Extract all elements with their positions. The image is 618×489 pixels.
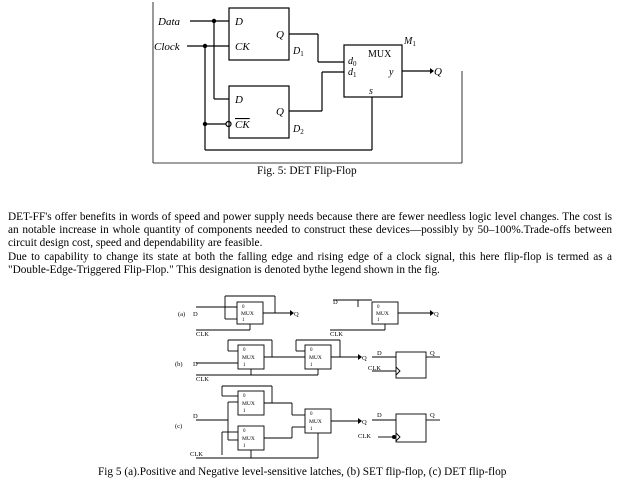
c-mux-bottom-one: 1 — [243, 444, 246, 449]
output-arrowhead — [430, 68, 434, 74]
a2-d-label: D — [333, 299, 338, 306]
c-mux-top-label: MUX — [242, 401, 255, 407]
d1-subscript: 1 — [300, 50, 304, 58]
figure1-caption: Fig. 5: DET Flip-Flop — [257, 165, 357, 177]
b-clk-label: CLK — [196, 376, 209, 383]
d2-letter: D — [292, 124, 301, 135]
c-mux-top-zero: 0 — [243, 394, 246, 399]
a-mux2-label: MUX — [376, 311, 389, 317]
b-set-symbol — [395, 351, 427, 379]
d2-output-label: D2 — [292, 124, 304, 136]
a2-q-label: Q — [434, 311, 439, 318]
a-mux1-zero: 0 — [242, 305, 245, 310]
clock-label: Clock — [154, 41, 181, 53]
clock-junction-dot — [202, 43, 208, 49]
d1-in-letter: d — [348, 67, 354, 78]
d0-letter: d — [348, 56, 354, 67]
b-d-label: D — [193, 361, 198, 368]
a-clk-label: CLK — [196, 331, 209, 338]
a-mux2-zero: 0 — [377, 305, 380, 310]
a-mux-2 — [371, 301, 399, 325]
c-mux-bottom — [237, 425, 265, 451]
d1-letter: D — [292, 46, 301, 57]
data-label: Data — [157, 16, 181, 28]
a-q-arrow — [290, 310, 294, 316]
c-sym-clk-label: CLK — [358, 433, 371, 440]
b-mux-2 — [304, 344, 332, 370]
label-a: (a) — [178, 311, 185, 318]
a-d-label: D — [193, 311, 198, 318]
c-clk-bubble — [392, 435, 396, 439]
clock-loop-junction-dot — [202, 121, 208, 127]
m1-label: M1 — [403, 36, 416, 48]
c-det-symbol — [395, 413, 427, 443]
c-mux-top — [237, 390, 265, 416]
c-sym-clk-triangle — [395, 432, 401, 442]
q-output-label: Q — [434, 66, 442, 78]
b-mux1-one: 1 — [243, 363, 246, 368]
mux-d0-label: d0 — [348, 56, 357, 68]
flip-flop-bottom — [228, 85, 290, 139]
b-sym-clk-label: CLK — [368, 365, 381, 372]
c-mux-out-zero: 0 — [310, 412, 313, 417]
ff2-d-label: D — [234, 94, 243, 106]
c-mux-out-label: MUX — [309, 419, 322, 425]
label-c: (c) — [175, 423, 182, 430]
paragraph-2: Due to capability to change its state at… — [8, 250, 612, 276]
b-mux1-zero: 0 — [243, 348, 246, 353]
d1-output-label: D1 — [292, 46, 304, 58]
c-mux-bottom-label: MUX — [242, 436, 255, 442]
c-sym-d-label: D — [377, 412, 382, 419]
a2-q-arrow — [430, 310, 434, 316]
c-mux-out — [304, 408, 332, 434]
clock-inverter-bubble — [225, 120, 232, 128]
b-q-label: Q — [362, 355, 367, 362]
c-mux-bottom-zero: 0 — [243, 429, 246, 434]
a-mux2-one: 1 — [377, 318, 380, 323]
a-q-label: Q — [294, 311, 299, 318]
c-q-label: Q — [362, 419, 367, 426]
b-sym-clk-triangle — [395, 366, 401, 376]
paragraph-1: DET-FF's offer benefits in words of spee… — [8, 211, 612, 250]
b-mux2-zero: 0 — [310, 348, 313, 353]
mux-label: MUX — [368, 49, 392, 60]
det-flip-flop-diagram: Data Clock D CK Q D1 D CK Q D2 MUX M1 d0… — [152, 2, 463, 164]
c-q-arrow — [358, 418, 362, 424]
a-mux1-one: 1 — [242, 318, 245, 323]
ff1-q-label: Q — [276, 29, 284, 41]
c-d-label: D — [193, 413, 198, 420]
label-b: (b) — [175, 361, 183, 368]
c-sym-q-label: Q — [430, 412, 435, 419]
d1-in-subscript: 1 — [353, 71, 357, 79]
c-mux-out-one: 1 — [310, 427, 313, 432]
c-clk-label: CLK — [190, 451, 203, 458]
b-q-arrow — [358, 354, 362, 360]
a2-clk-label: CLK — [330, 331, 343, 338]
a-mux1-label: MUX — [241, 311, 254, 317]
body-text: DET-FF's offer benefits in words of spee… — [8, 211, 612, 277]
figure2-caption: Fig 5 (a).Positive and Negative level-se… — [98, 466, 507, 478]
b-mux1-label: MUX — [242, 355, 255, 361]
mux-y-label: y — [388, 67, 394, 78]
ff1-d-label: D — [234, 16, 243, 28]
c-mux-top-one: 1 — [243, 409, 246, 414]
b-mux2-one: 1 — [310, 363, 313, 368]
ff2-ck-label: CK — [235, 119, 250, 131]
b-sym-d-label: D — [377, 350, 382, 357]
mux-s-label: s — [369, 86, 373, 97]
b-sym-q-label: Q — [430, 350, 435, 357]
m1-subscript: 1 — [412, 40, 416, 48]
b-mux-1 — [237, 344, 265, 370]
d0-subscript: 0 — [353, 60, 357, 68]
a-mux-1 — [236, 301, 264, 325]
ff1-ck-label: CK — [235, 41, 250, 53]
m1-letter: M — [403, 36, 413, 47]
b-mux2-label: MUX — [309, 355, 322, 361]
ff2-q-label: Q — [276, 106, 284, 118]
mux-d1-label: d1 — [348, 67, 357, 79]
d2-subscript: 2 — [300, 128, 304, 136]
data-junction-dot — [211, 18, 217, 24]
